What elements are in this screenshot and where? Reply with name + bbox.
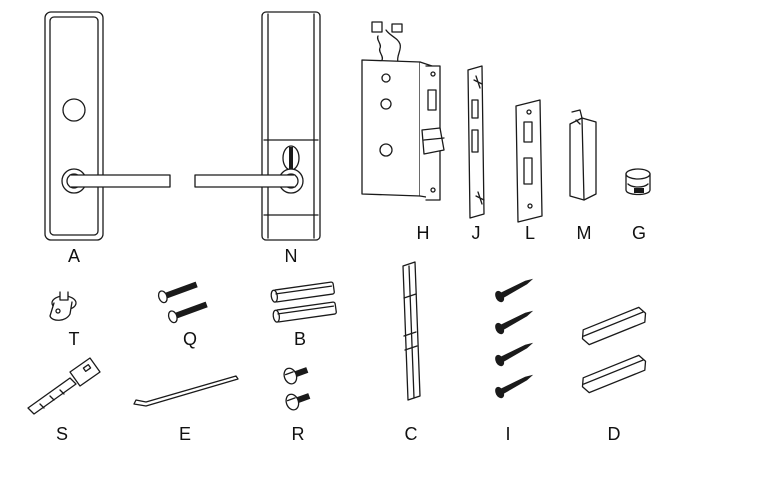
part-s-key: [27, 357, 101, 415]
part-r-short-screws: [283, 367, 311, 411]
label-t: T: [68, 329, 80, 349]
label-b: B: [293, 329, 307, 349]
part-h-mortise-lock: [361, 21, 445, 201]
part-m-strike-box: [569, 109, 597, 201]
part-t-knob: [49, 291, 77, 321]
part-j-face-plate: [467, 65, 485, 219]
label-g: G: [631, 223, 647, 243]
label-i: I: [505, 424, 511, 444]
label-h: H: [416, 223, 430, 243]
label-m: M: [576, 223, 592, 243]
label-j: J: [471, 223, 481, 243]
part-d-hex-spindles: [581, 306, 647, 394]
label-e: E: [178, 424, 192, 444]
label-c: C: [404, 424, 418, 444]
part-l-strike-plate: [515, 99, 543, 223]
label-l: L: [524, 223, 536, 243]
part-b-standoffs: [270, 281, 337, 323]
part-g-cylinder-cap: [625, 168, 651, 196]
part-c-spindle: [402, 261, 421, 401]
label-s: S: [55, 424, 69, 444]
label-a: A: [67, 246, 81, 266]
label-r: R: [291, 424, 305, 444]
part-q-screws: [157, 281, 208, 324]
part-i-wood-screws: [495, 278, 534, 399]
part-e-hex-wrench: [133, 375, 239, 407]
label-n: N: [284, 246, 298, 266]
label-q: Q: [182, 329, 198, 349]
part-n-inner-panel: [194, 11, 321, 241]
part-a-front-panel: [44, 11, 171, 241]
label-d: D: [607, 424, 621, 444]
